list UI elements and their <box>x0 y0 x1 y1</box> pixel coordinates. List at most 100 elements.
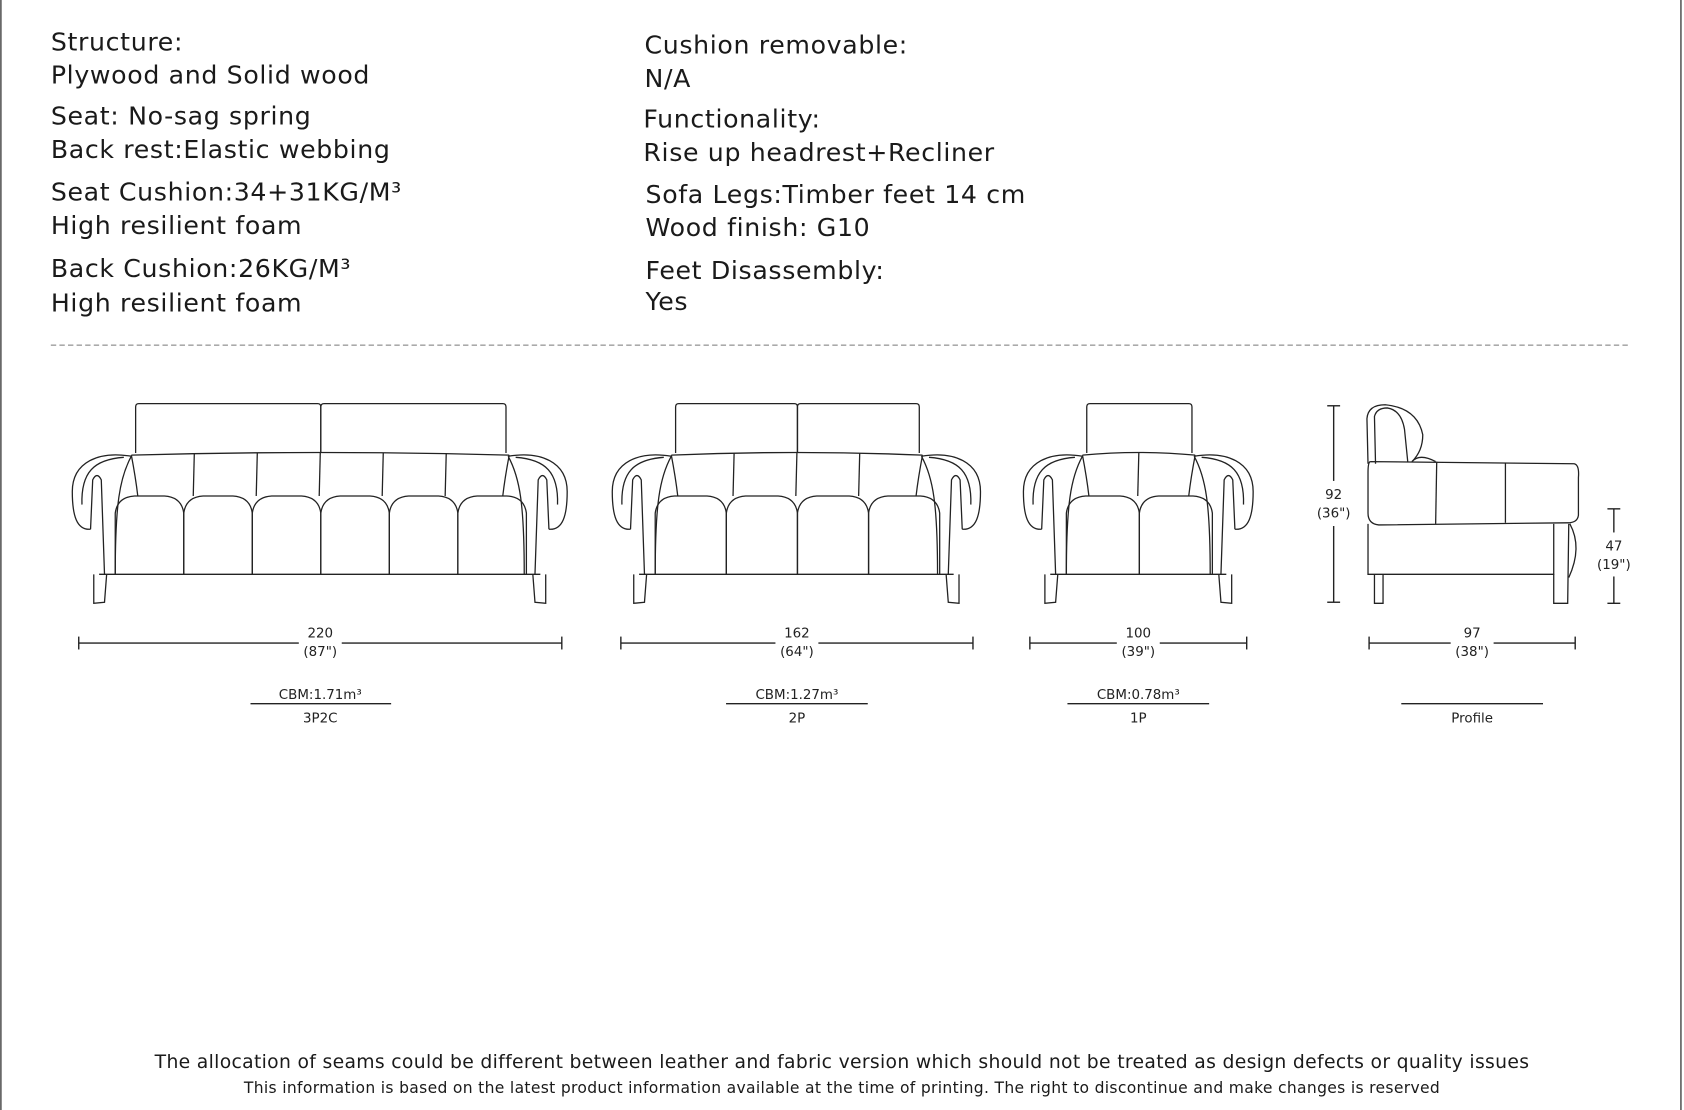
profile-seam <box>1435 461 1438 524</box>
width-cm: 100 <box>1125 627 1151 642</box>
arm-inner <box>920 455 939 575</box>
seat-cushion <box>654 495 727 575</box>
back-cushion-seam <box>192 453 195 496</box>
seat-cushion <box>320 495 390 575</box>
back-cushion-side <box>670 455 679 497</box>
spec-feet-disassembly-value: Yes <box>645 287 689 316</box>
specs-right-column: Cushion removable: N/A Functionality: Ri… <box>643 31 1026 317</box>
back-cushion-side <box>502 455 510 497</box>
spec-wood-finish: Wood finish: G10 <box>646 213 871 242</box>
seat-cushion <box>114 495 185 575</box>
model-3p2c: 220 (87") CBM:1.71m³ 3P2C <box>78 627 563 726</box>
width-in: (87") <box>303 645 337 660</box>
sofa-drawings <box>71 402 1580 605</box>
specs-left-column: Structure: Plywood and Solid wood Seat: … <box>51 27 402 317</box>
arm-inner <box>1193 455 1211 575</box>
leg <box>1044 574 1059 605</box>
width-cm: 220 <box>307 627 333 642</box>
back-cushion-seam <box>444 453 447 496</box>
back-cushion-side <box>1081 455 1090 497</box>
profile-back-cushion <box>1411 456 1436 463</box>
leg <box>633 574 648 605</box>
back-cushion-seam <box>318 453 321 496</box>
arm-roll <box>1032 456 1075 505</box>
headrest <box>796 402 920 454</box>
spec-functionality-label: Functionality: <box>643 105 820 134</box>
arm-outer <box>611 454 672 530</box>
width-in: (64") <box>780 645 814 660</box>
arm-outer <box>1194 454 1254 530</box>
arm-roll <box>621 456 664 505</box>
spec-structure-value: Plywood and Solid wood <box>51 61 370 90</box>
seat-cushion <box>1138 495 1214 575</box>
height-cm: 92 <box>1325 488 1342 503</box>
seat-cushion <box>725 495 799 575</box>
arm-outer <box>1022 454 1083 530</box>
height-in: (36") <box>1317 506 1351 521</box>
leg <box>532 574 547 605</box>
back-cushion-side <box>130 455 139 497</box>
seat-cushion <box>183 495 253 575</box>
back-cushion-seam <box>255 453 258 496</box>
spec-back-rest: Back rest:Elastic webbing <box>51 135 391 164</box>
seat-cushion <box>796 495 870 575</box>
model-name: 2P <box>789 711 806 726</box>
leg <box>945 574 960 605</box>
back-cushion-seam <box>1137 453 1140 496</box>
spec-seat-cushion: Seat Cushion:34+31KG/M³ <box>51 178 402 207</box>
depth-cm: 97 <box>1464 627 1481 642</box>
footnote-seams: The allocation of seams could be differe… <box>154 1052 1530 1073</box>
arm-scroll <box>629 474 646 575</box>
profile-headrest-seam <box>1373 407 1409 464</box>
back-cushion-seam <box>857 453 861 496</box>
cbm-label: CBM:0.78m³ <box>1097 688 1180 703</box>
arm-outer <box>71 454 132 530</box>
arm-scroll <box>1220 474 1236 575</box>
spec-seat-cushion-foam: High resilient foam <box>51 211 302 240</box>
arm-roll <box>1201 456 1245 505</box>
cbm-label: CBM:1.71m³ <box>279 688 362 703</box>
depth-in: (38") <box>1455 645 1489 660</box>
profile-label: Profile <box>1451 711 1493 726</box>
arm-inner <box>507 455 525 575</box>
spec-back-cushion-foam: High resilient foam <box>51 288 302 317</box>
arm-scroll <box>947 474 963 575</box>
back-cushion-top <box>671 451 923 456</box>
profile-front-leg <box>1373 574 1384 604</box>
profile-base <box>1367 523 1555 575</box>
seat-height-cm: 47 <box>1605 540 1622 555</box>
seat-cushion <box>1065 495 1141 575</box>
back-cushion-top <box>131 451 510 456</box>
model-profile: 97 (38") 92 (36") 47 (19") Profile <box>1317 405 1631 726</box>
back-cushion-seam <box>381 453 384 496</box>
spec-functionality-value: Rise up headrest+Recliner <box>643 138 994 167</box>
leg <box>1218 574 1233 605</box>
profile-arm-edge <box>1568 523 1577 578</box>
arm-scroll <box>1041 474 1057 575</box>
arm-inner <box>1065 455 1084 575</box>
arm-roll <box>928 456 972 505</box>
profile-headrest <box>1366 404 1424 464</box>
seat-cushion <box>867 495 941 575</box>
headrest <box>320 402 507 454</box>
footnote-disclaimer: This information is based on the latest … <box>243 1079 1440 1097</box>
spec-seat: Seat: No-sag spring <box>51 102 312 131</box>
seat-height-in: (19") <box>1597 558 1631 573</box>
spec-cushion-removable-label: Cushion removable: <box>644 31 907 60</box>
arm-scroll <box>89 474 106 575</box>
arm-inner <box>114 455 132 575</box>
spec-sofa-legs: Sofa Legs:Timber feet 14 cm <box>646 180 1026 209</box>
cbm-label: CBM:1.27m³ <box>755 688 838 703</box>
back-cushion-top <box>1082 451 1196 456</box>
spec-cushion-removable-value: N/A <box>644 64 691 93</box>
model-1p: 100 (39") CBM:0.78m³ 1P <box>1029 627 1248 726</box>
back-cushion-seam <box>732 453 735 496</box>
spec-back-cushion: Back Cushion:26KG/M³ <box>51 254 351 283</box>
arm-roll <box>81 456 124 505</box>
width-cm: 162 <box>784 627 810 642</box>
arm-outer <box>921 454 982 530</box>
model-2p: 162 (64") CBM:1.27m³ 2P <box>620 627 974 726</box>
back-cushion-seam <box>795 453 798 496</box>
